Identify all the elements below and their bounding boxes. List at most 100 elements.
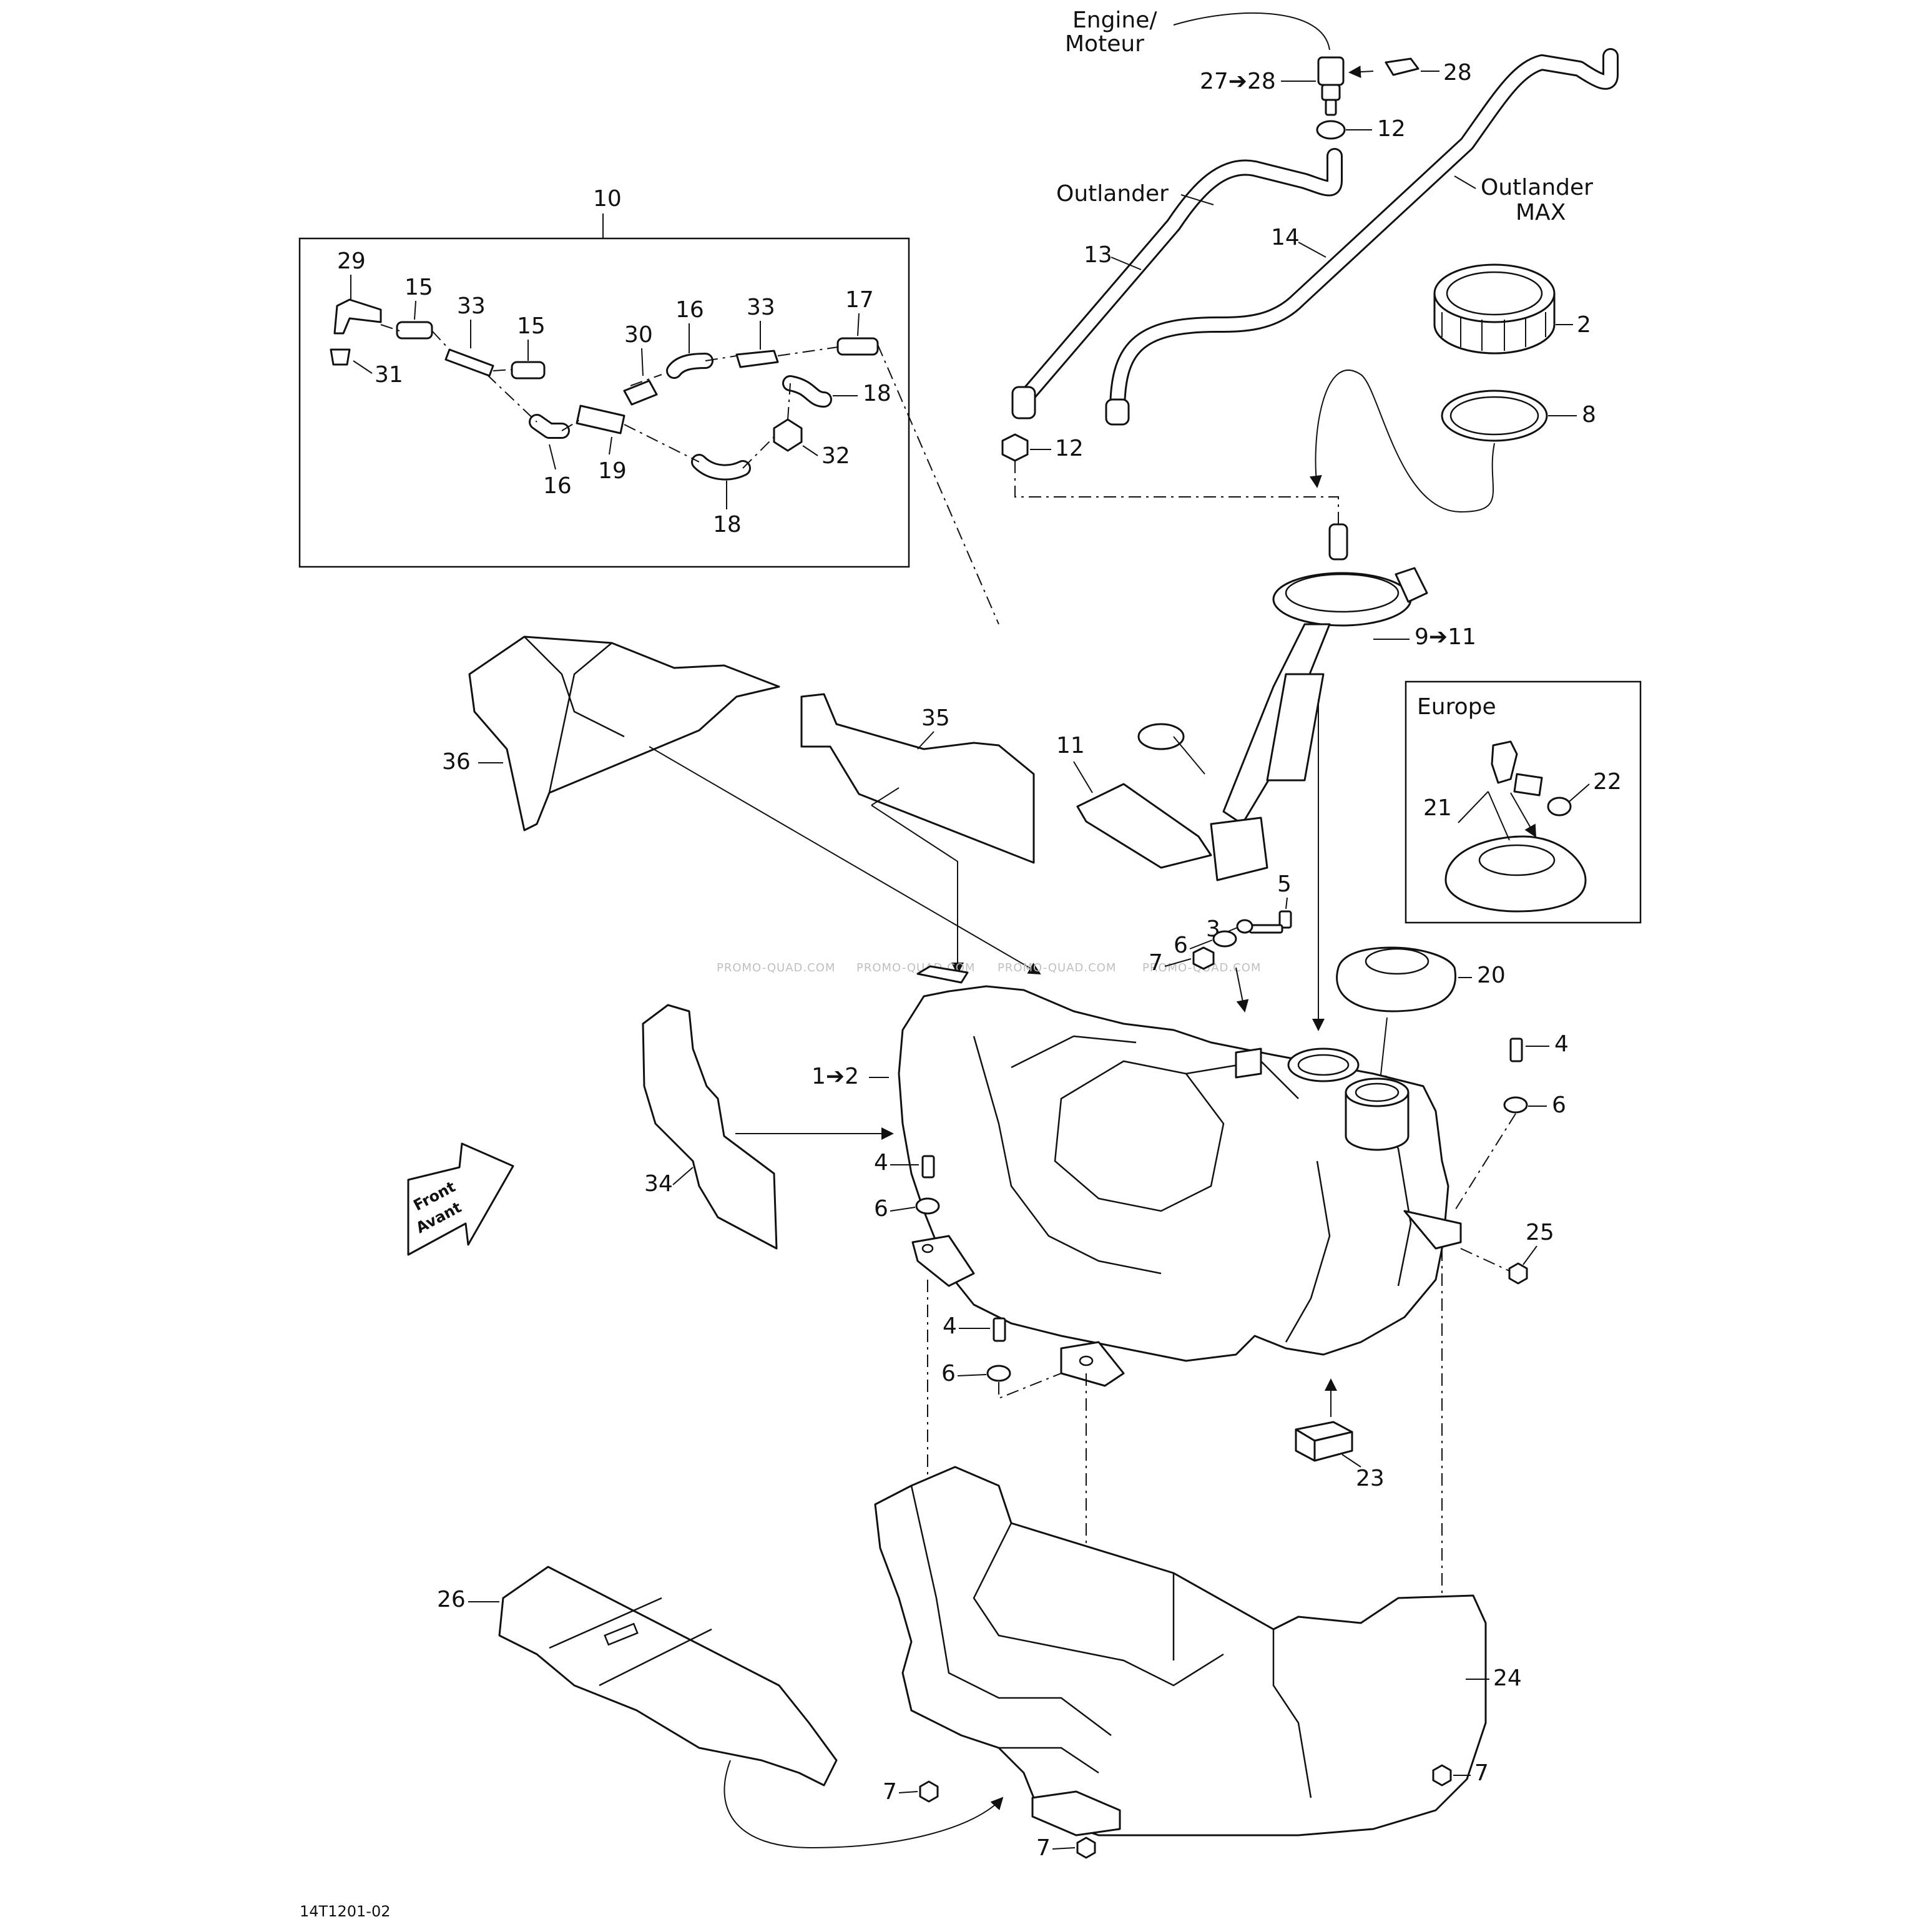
watermark-row: PROMO-QUAD.COM PROMO-QUAD.COM PROMO-QUAD…	[717, 961, 1260, 974]
fuel-level-float	[1137, 723, 1185, 750]
strainer-11-part	[1076, 783, 1212, 869]
arrow-36-to-tank	[649, 746, 1041, 975]
fuel-cap-20-part	[1336, 946, 1456, 1013]
heat-shield-36-part	[468, 635, 780, 831]
callout-6c: 6	[1552, 1092, 1566, 1118]
callout-6b: 6	[874, 1196, 888, 1222]
callout-6d: 6	[941, 1361, 956, 1386]
callout-16b: 16	[543, 473, 572, 499]
leader-outlander	[1180, 194, 1214, 205]
nut-7b-part	[919, 1780, 939, 1803]
nut-7a-part	[1192, 946, 1215, 970]
washer-6a-part	[1212, 930, 1237, 948]
callout-19: 19	[598, 458, 627, 484]
pump-filter-cup	[1210, 816, 1268, 881]
callout-15a: 15	[405, 275, 433, 300]
fuel-line-kit-box-10: 10 29 31 15 33 15 16 19 30 16	[298, 186, 999, 625]
filter-30-part	[623, 380, 658, 406]
arrow-26-to-tray	[723, 1760, 1004, 1849]
fuel-cap-20: 20	[1336, 946, 1506, 1087]
callout-36: 36	[442, 749, 471, 775]
hardware-upper-group: 5 3 6 7	[1149, 871, 1292, 1013]
tube-15a-part	[396, 321, 433, 340]
callout-12-top: 12	[1377, 116, 1406, 142]
callout-33a: 33	[457, 293, 486, 319]
callout-28: 28	[1443, 60, 1472, 86]
leader-outlander-max	[1454, 175, 1476, 189]
callout-26: 26	[437, 1587, 466, 1612]
clip-28-part	[1385, 57, 1420, 76]
spacer-23: 23	[1295, 1378, 1385, 1491]
callout-31: 31	[375, 362, 403, 388]
skid-plate-26-part	[498, 1566, 838, 1787]
callout-7d: 7	[1036, 1835, 1051, 1861]
connector-33b-part	[735, 350, 779, 368]
gasket-8-part	[1441, 390, 1548, 442]
filler-neck	[1345, 1091, 1410, 1151]
callout-7b: 7	[883, 1779, 897, 1805]
callout-1-2: 1➔2	[812, 1064, 859, 1089]
outlander-max-label-2: MAX	[1516, 200, 1566, 225]
connector-33a-part	[444, 348, 494, 377]
callout-7c: 7	[1474, 1760, 1489, 1786]
washer-6d-part	[986, 1365, 1011, 1382]
callout-4a: 4	[874, 1150, 888, 1175]
filler-neck-opening	[1287, 1047, 1360, 1082]
arrow-28	[1348, 66, 1374, 79]
callout-7a: 7	[1149, 950, 1163, 976]
elbow-29-part	[333, 298, 382, 335]
tank-tab-right	[1403, 1210, 1462, 1250]
callout-14: 14	[1271, 225, 1300, 250]
callout-13: 13	[1084, 242, 1112, 268]
hose-13-end	[1011, 386, 1036, 419]
tube-15b-part	[511, 361, 546, 380]
tank-tab-left	[911, 1235, 975, 1287]
fuel-tank-body	[898, 985, 1449, 1362]
engine-label: Engine/	[1072, 7, 1157, 33]
valve-32-part	[773, 418, 803, 452]
clamp-22-part	[1547, 797, 1572, 816]
tank-top-bracket	[916, 965, 969, 984]
callout-20: 20	[1477, 963, 1506, 988]
bolt-4c-part	[993, 1317, 1006, 1342]
callout-30: 30	[624, 322, 653, 348]
outlander-label: Outlander	[1056, 181, 1169, 207]
tank-tray-24-part	[874, 1466, 1487, 1836]
leader-13	[1111, 257, 1142, 270]
skid-plate-26: 26	[437, 1566, 1004, 1849]
pump-flange	[1272, 572, 1412, 627]
kit-box-frame	[298, 237, 910, 568]
fuel-pump-assembly-9-11: 9➔11 11	[1056, 523, 1476, 1031]
callout-11: 11	[1056, 733, 1085, 758]
spacer-3-part	[1236, 919, 1253, 934]
fastener-25-part	[1508, 1262, 1528, 1285]
callout-4b: 4	[1554, 1031, 1569, 1057]
europe-cap-21-part	[1444, 835, 1587, 913]
vent-connector-part	[1317, 56, 1345, 116]
outlander-max-label-1: Outlander	[1481, 175, 1593, 200]
tank-hardware: 4 6 4 6 25 4 6	[874, 1031, 1569, 1400]
heat-shield-36: 36	[442, 635, 1041, 975]
arrow-ring-to-pump	[1309, 370, 1495, 513]
callout-29: 29	[337, 248, 366, 274]
callout-10: 10	[593, 186, 622, 212]
heat-shield-34-part	[642, 1004, 778, 1250]
callout-5: 5	[1277, 871, 1292, 897]
bolt-4a-part	[921, 1155, 935, 1179]
nut-7d-part	[1076, 1836, 1096, 1859]
callout-4c: 4	[943, 1313, 957, 1339]
callout-22: 22	[1593, 769, 1622, 795]
callout-25: 25	[1526, 1220, 1554, 1245]
callout-6a: 6	[1174, 933, 1188, 958]
callout-18a: 18	[863, 381, 891, 406]
callout-24: 24	[1493, 1665, 1522, 1691]
tube-17-part	[836, 337, 879, 356]
callout-8: 8	[1582, 402, 1596, 428]
callout-21: 21	[1423, 795, 1452, 821]
tray-foot-front	[1031, 1790, 1121, 1836]
leader-14	[1298, 242, 1326, 258]
front-direction-arrow: Front Avant	[407, 1142, 514, 1256]
tank-tab-bottom	[1060, 1341, 1125, 1387]
leader-21	[1458, 791, 1510, 841]
callout-2: 2	[1577, 312, 1591, 338]
